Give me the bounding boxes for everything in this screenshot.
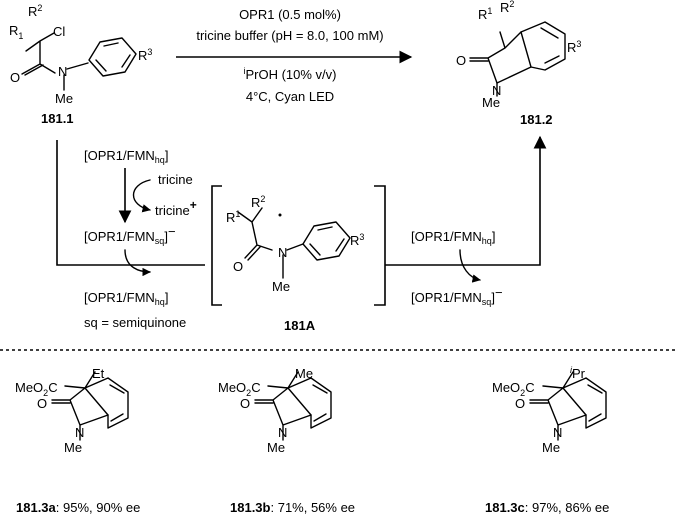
example-c-structure [529, 371, 607, 441]
compound-label-sm: 181.1 [41, 111, 74, 126]
left-opr-hq: [OPR1/FMNhq] [84, 148, 168, 165]
example-a-result: 181.3a: 95%, 90% ee [16, 500, 140, 515]
r3-label: R3 [138, 47, 152, 63]
bracket-left [211, 185, 222, 306]
example-a-structure [51, 371, 129, 441]
r2-label: R2 [28, 3, 42, 19]
product-r1-label: R1 [478, 6, 492, 22]
example-c-nitrogen-label: N [553, 425, 562, 440]
cycle-right-path [385, 135, 547, 266]
right-opr-hq: [OPR1/FMNhq] [411, 229, 495, 246]
example-a-methyl-label: Me [64, 440, 82, 455]
semiquinone-legend: sq = semiquinone [84, 315, 186, 330]
product-nitrogen-label: N [492, 83, 501, 98]
r1-label: R1 [9, 23, 23, 41]
condition-catalyst: OPR1 (0.5 mol%) [239, 7, 341, 22]
example-a-ester-label: MeO2C [15, 380, 58, 398]
intermediate-oxygen-label: O [233, 259, 243, 274]
product-r3-label: R3 [567, 39, 581, 55]
example-b-methyl-label: Me [267, 440, 285, 455]
tricine-curved-arrow [133, 179, 151, 213]
example-b-me-label: Me [295, 366, 313, 381]
methyl-label: Me [55, 91, 73, 106]
bracket-right [374, 185, 386, 306]
example-c-ipr-label: iPr [570, 365, 586, 381]
example-c-oxygen-label: O [515, 396, 525, 411]
tricine-label: tricine [158, 172, 193, 187]
starting-material-structure [21, 32, 137, 91]
condition-buffer: tricine buffer (pH = 8.0, 100 mM) [196, 28, 383, 43]
right-oxidation-curved-arrow [459, 249, 481, 283]
cycle-left-path [56, 140, 205, 266]
tricine-radical-cation-label: tricine+ [155, 198, 197, 218]
example-c-result: 181.3c: 97%, 86% ee [485, 500, 609, 515]
product-r2-label: R2 [500, 0, 514, 15]
product-oxygen-label: O [456, 53, 466, 68]
example-a-nitrogen-label: N [75, 425, 84, 440]
chlorine-label: Cl [53, 24, 65, 39]
radical-dot [278, 213, 282, 217]
nitrogen-label: N [58, 64, 67, 79]
left-opr-hq-regen: [OPR1/FMNhq] [84, 290, 168, 307]
condition-temp-light: 4°C, Cyan LED [246, 89, 334, 104]
right-opr-sq: [OPR1/FMNsq]− [411, 285, 503, 307]
intermediate-structure [237, 207, 351, 279]
intermediate-nitrogen-label: N [278, 245, 287, 260]
intermediate-r1-label: R1 [226, 209, 240, 225]
left-oxidation-curved-arrow [124, 249, 151, 277]
condition-cosolvent: iPrOH (10% v/v) [243, 66, 336, 82]
compound-label-product: 181.2 [520, 112, 553, 127]
example-b-nitrogen-label: N [278, 425, 287, 440]
example-a-et-label: Et [92, 366, 105, 381]
example-b-ester-label: MeO2C [218, 380, 261, 398]
example-c-methyl-label: Me [542, 440, 560, 455]
example-b-result: 181.3b: 71%, 56% ee [230, 500, 355, 515]
example-c-ester-label: MeO2C [492, 380, 535, 398]
example-a-oxygen-label: O [37, 396, 47, 411]
intermediate-methyl-label: Me [272, 279, 290, 294]
example-b-oxygen-label: O [240, 396, 250, 411]
compound-label-intermediate: 181A [284, 318, 316, 333]
intermediate-r3-label: R3 [350, 232, 364, 248]
oxygen-label: O [10, 70, 20, 85]
product-structure [469, 21, 566, 97]
example-b-structure [254, 371, 332, 441]
intermediate-r2-label: R2 [251, 194, 265, 210]
product-methyl-label: Me [482, 95, 500, 110]
left-opr-sq: [OPR1/FMNsq]− [84, 224, 176, 246]
